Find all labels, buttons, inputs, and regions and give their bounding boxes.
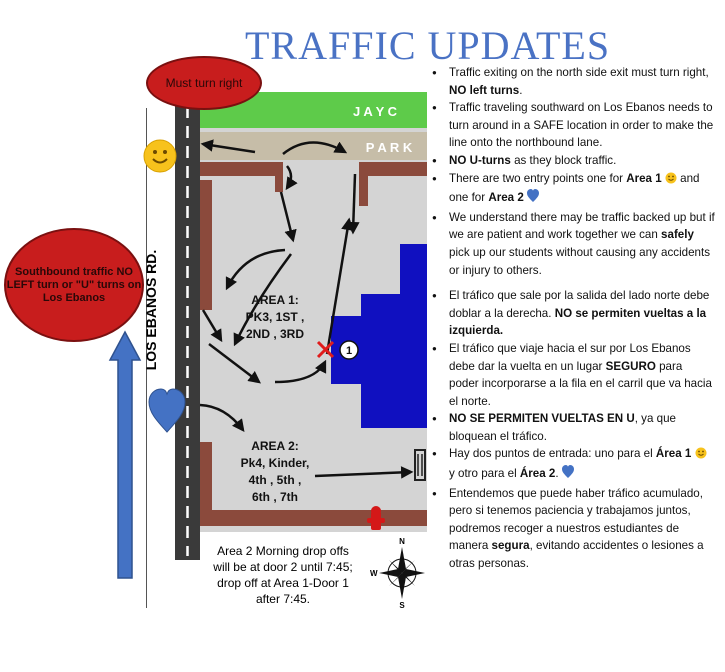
compass-n: N xyxy=(399,537,405,546)
note-en-1: Traffic exiting on the north side exit m… xyxy=(432,64,715,99)
smiley-icon xyxy=(143,139,177,173)
campus-map: J A Y C P A R K AREA 1: PK3, 1ST xyxy=(175,92,427,560)
wall-left xyxy=(200,180,212,310)
northbound-arrow-icon xyxy=(108,330,142,579)
area2-title: AREA 2: xyxy=(251,439,299,453)
smiley-icon xyxy=(665,172,677,190)
fire-hydrant-icon xyxy=(367,506,385,530)
heart-icon xyxy=(561,465,574,485)
area2-morning-note: Area 2 Morning drop offs will be at door… xyxy=(213,544,353,606)
note-en-2: Traffic traveling southward on Los Ebano… xyxy=(432,99,715,152)
heart-icon xyxy=(527,189,540,209)
smiley-icon xyxy=(695,447,707,465)
note-es-3: NO SE PERMITEN VUELTAS EN U, ya que bloq… xyxy=(432,410,715,445)
compass-icon: N S W xyxy=(370,537,425,609)
note-en-3: NO U-turns as they block traffic. xyxy=(432,152,715,170)
area2-line2: Pk4, Kinder, xyxy=(241,456,310,470)
note-es-4: Hay dos puntos de entrada: uno para el Á… xyxy=(432,445,715,485)
area1-line2: PK3, 1ST , xyxy=(246,310,305,324)
door-1-marker xyxy=(339,340,359,360)
area1-line3: 2ND , 3RD xyxy=(246,327,304,341)
no-entry-x-icon xyxy=(316,340,335,359)
wall-top-left xyxy=(200,162,278,176)
page-title: TRAFFIC UPDATES xyxy=(245,23,611,68)
area2-line4: 6th , 7th xyxy=(252,490,298,504)
building-main xyxy=(361,294,427,428)
wall-bottom xyxy=(200,510,427,526)
southbound-callout: Southbound traffic NO LEFT turn or "U" t… xyxy=(4,228,144,342)
frame-line xyxy=(146,108,147,608)
area1-title: AREA 1: xyxy=(251,293,299,307)
note-es-5: Entendemos que puede haber tráfico acumu… xyxy=(432,485,715,573)
notes-panel: Traffic exiting on the north side exit m… xyxy=(425,64,715,573)
compass-s: S xyxy=(399,601,405,609)
must-turn-right-callout: Must turn right xyxy=(146,56,262,110)
note-es-1: El tráfico que sale por la salida del la… xyxy=(432,287,715,340)
parking-strip-label: P A R K xyxy=(366,140,413,155)
heart-icon xyxy=(148,388,186,433)
parking-strip xyxy=(200,132,427,160)
wall-top-right xyxy=(359,162,427,176)
area2-line3: 4th , 5th , xyxy=(249,473,302,487)
note-es-2: El tráfico que viaje hacia el sur por Lo… xyxy=(432,340,715,410)
top-strip-label: J A Y C xyxy=(353,104,398,119)
compass-w: W xyxy=(370,569,378,578)
note-en-4: There are two entry points one for Area … xyxy=(432,170,715,209)
road-label: LOS EBANOS RD. xyxy=(143,249,159,371)
note-en-5: We understand there may be traffic backe… xyxy=(432,209,715,279)
door-1-number: 1 xyxy=(346,345,352,357)
